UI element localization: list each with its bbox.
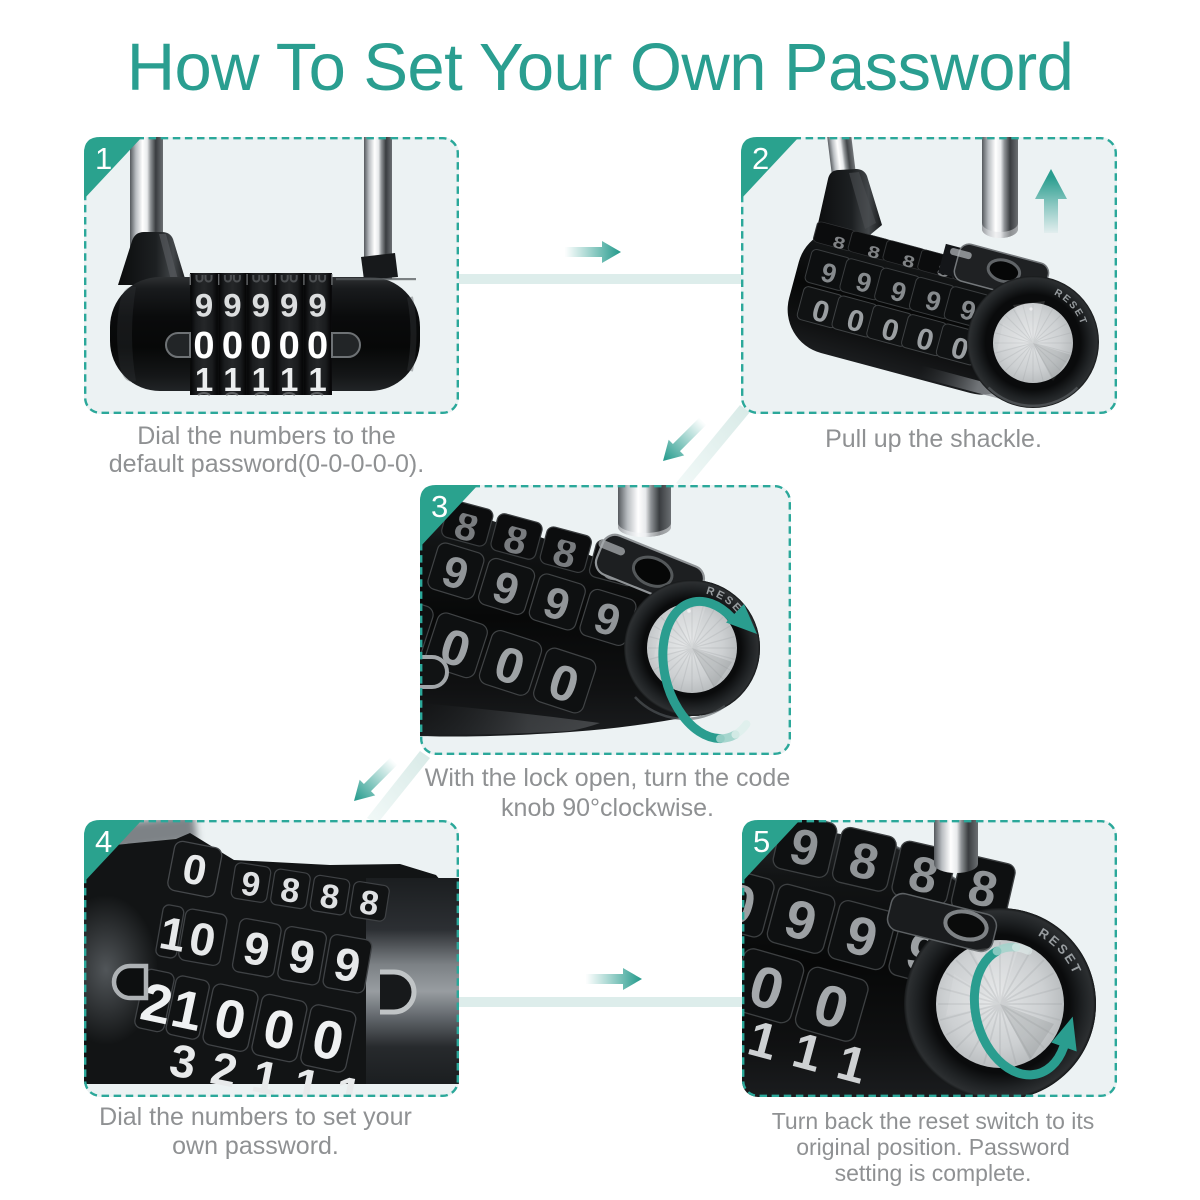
- svg-text:3: 3: [431, 489, 448, 524]
- svg-text:4: 4: [95, 824, 112, 859]
- svg-text:2: 2: [752, 141, 769, 176]
- svg-text:1: 1: [95, 141, 112, 176]
- svg-text:5: 5: [753, 824, 770, 859]
